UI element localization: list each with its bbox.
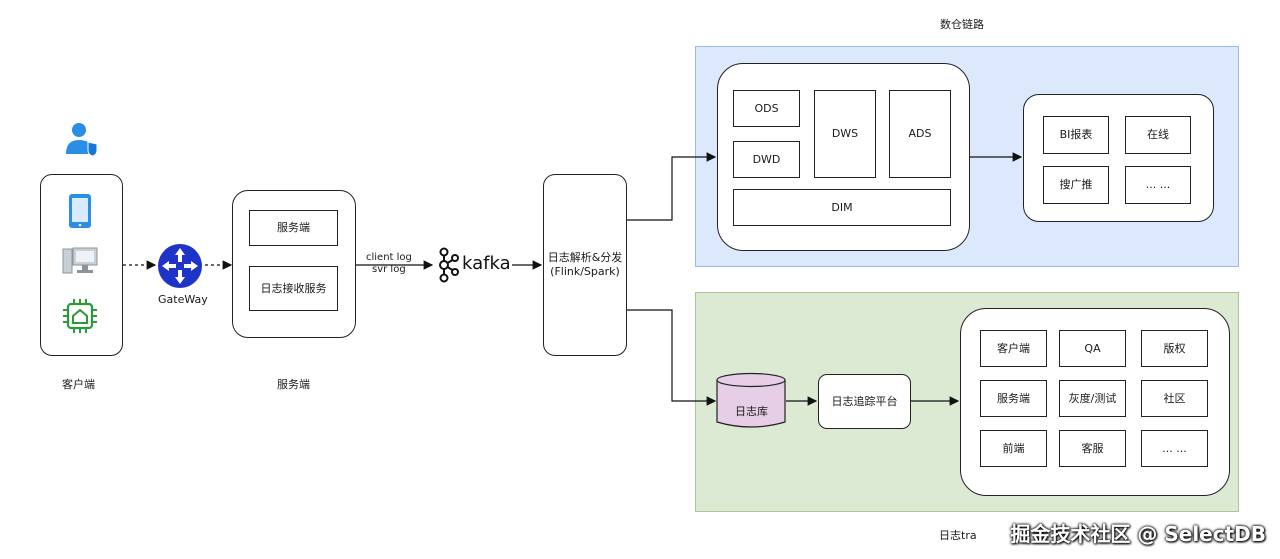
consumer-community: 社区	[1141, 380, 1208, 417]
gateway-label: GateWay	[158, 293, 208, 306]
app-more: ... ...	[1125, 166, 1191, 204]
consumer-support: 客服	[1059, 430, 1126, 467]
svr-log-label: svr log	[372, 264, 406, 275]
dws-box: DWS	[814, 90, 876, 178]
consumer-copyright: 版权	[1141, 330, 1208, 367]
log-parser-line1: 日志解析&分发	[547, 251, 623, 265]
dwd-box: DWD	[733, 141, 800, 178]
consumer-frontend: 前端	[980, 430, 1047, 467]
desktop-icon	[62, 247, 98, 274]
consumer-more: ... ...	[1141, 430, 1208, 467]
log-parser-line2: (Flink/Spark)	[550, 265, 620, 278]
log-db-label: 日志库	[735, 405, 768, 418]
consumer-gray-test: 灰度/测试	[1059, 380, 1126, 417]
warehouse-chain-title: 数仓链路	[940, 18, 984, 31]
server-title: 服务端	[277, 378, 310, 391]
consumer-server: 服务端	[980, 380, 1047, 417]
dim-box: DIM	[733, 189, 951, 226]
watermark: 掘金技术社区 @ SelectDB	[1010, 522, 1266, 546]
log-parser-box: 日志解析&分发 (Flink/Spark)	[543, 174, 627, 356]
trace-chain-title: 日志tra	[939, 529, 977, 542]
log-receiver-box: 日志接收服务	[249, 266, 338, 311]
client-title: 客户端	[62, 378, 95, 391]
consumer-qa: QA	[1059, 330, 1126, 367]
router-icon	[158, 244, 202, 288]
kafka-icon	[439, 247, 459, 283]
app-search-rec: 搜广推	[1043, 166, 1109, 204]
app-bi-report: BI报表	[1043, 116, 1109, 154]
smart-home-icon	[63, 299, 97, 333]
ads-box: ADS	[889, 90, 951, 178]
trace-platform-box: 日志追踪平台	[818, 374, 911, 429]
service-box: 服务端	[249, 210, 338, 246]
phone-icon	[69, 194, 91, 228]
client-log-label: client log	[366, 252, 412, 263]
kafka-label: kafka	[462, 253, 511, 274]
log-db-cylinder	[716, 372, 786, 428]
app-online: 在线	[1125, 116, 1191, 154]
user-icon	[66, 123, 98, 156]
ods-box: ODS	[733, 90, 800, 127]
consumer-client: 客户端	[980, 330, 1047, 367]
